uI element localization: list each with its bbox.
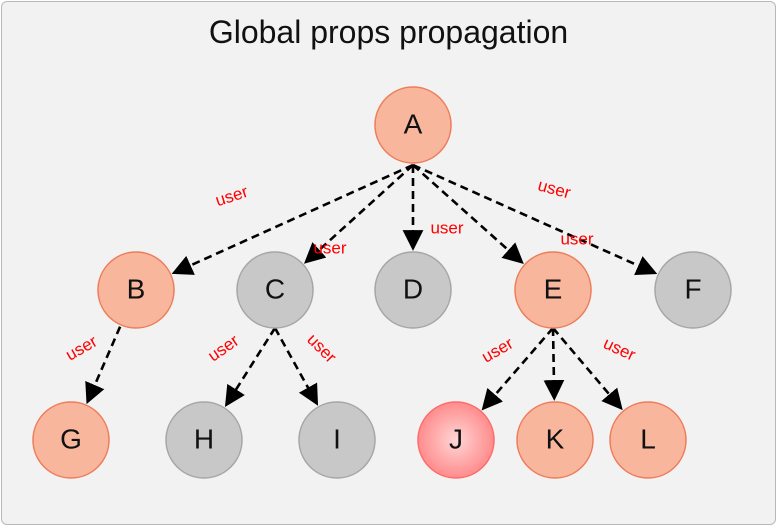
node-circle-d — [374, 251, 452, 329]
node-circle-h — [165, 401, 243, 479]
edges-layer — [85, 163, 658, 411]
node-circle-i — [298, 401, 376, 479]
node-circle-c — [236, 251, 314, 329]
edge-label-a-d: user — [430, 218, 463, 237]
edge-c-i — [273, 327, 319, 406]
node-i: I — [298, 401, 376, 479]
edge-label-c-i: user — [303, 330, 340, 367]
diagram-title: Global props propagation — [208, 14, 569, 50]
edge-label-b-g: user — [62, 331, 100, 364]
edge-label-a-e: user — [560, 229, 593, 248]
node-circle-f — [654, 251, 732, 329]
node-label-c: C — [265, 273, 285, 304]
edge-label-a-b: user — [213, 182, 251, 210]
edge-label-a-c: user — [313, 238, 346, 257]
node-label-i: I — [333, 423, 341, 454]
node-label-b: B — [127, 273, 146, 304]
node-f: F — [654, 251, 732, 329]
node-a: A — [374, 86, 452, 164]
nodes-layer: A B C D E F G H I J K L — [32, 86, 732, 479]
node-label-h: H — [194, 423, 214, 454]
node-j: J — [417, 401, 495, 479]
node-label-a: A — [404, 108, 423, 139]
node-g: G — [32, 401, 110, 479]
node-circle-b — [97, 251, 175, 329]
edge-e-k — [543, 327, 565, 401]
edge-b-g — [85, 326, 122, 405]
node-label-k: K — [546, 423, 565, 454]
node-circle-j — [417, 401, 495, 479]
node-circle-l — [609, 401, 687, 479]
edge-a-e — [412, 164, 524, 264]
node-circle-a — [374, 86, 452, 164]
node-label-g: G — [60, 423, 82, 454]
node-label-j: J — [449, 423, 463, 454]
edge-label-e-j: user — [478, 333, 516, 366]
node-circle-k — [516, 401, 594, 479]
node-l: L — [609, 401, 687, 479]
edge-a-b — [171, 163, 414, 275]
node-c: C — [236, 251, 314, 329]
node-d: D — [374, 251, 452, 329]
node-label-l: L — [640, 423, 656, 454]
node-e: E — [514, 251, 592, 329]
node-b: B — [97, 251, 175, 329]
node-h: H — [165, 401, 243, 479]
edge-c-h — [224, 327, 277, 407]
node-label-f: F — [684, 273, 701, 304]
edge-e-l — [552, 327, 623, 411]
node-k: K — [516, 401, 594, 479]
edge-label-a-f: user — [536, 176, 573, 203]
edge-label-e-l: user — [600, 333, 638, 364]
edge-a-f — [412, 163, 658, 276]
node-circle-e — [514, 251, 592, 329]
node-label-e: E — [544, 273, 563, 304]
edge-a-c — [303, 164, 414, 264]
node-label-d: D — [403, 273, 423, 304]
edge-label-c-h: user — [204, 331, 242, 366]
edge-e-j — [481, 327, 554, 411]
node-circle-g — [32, 401, 110, 479]
